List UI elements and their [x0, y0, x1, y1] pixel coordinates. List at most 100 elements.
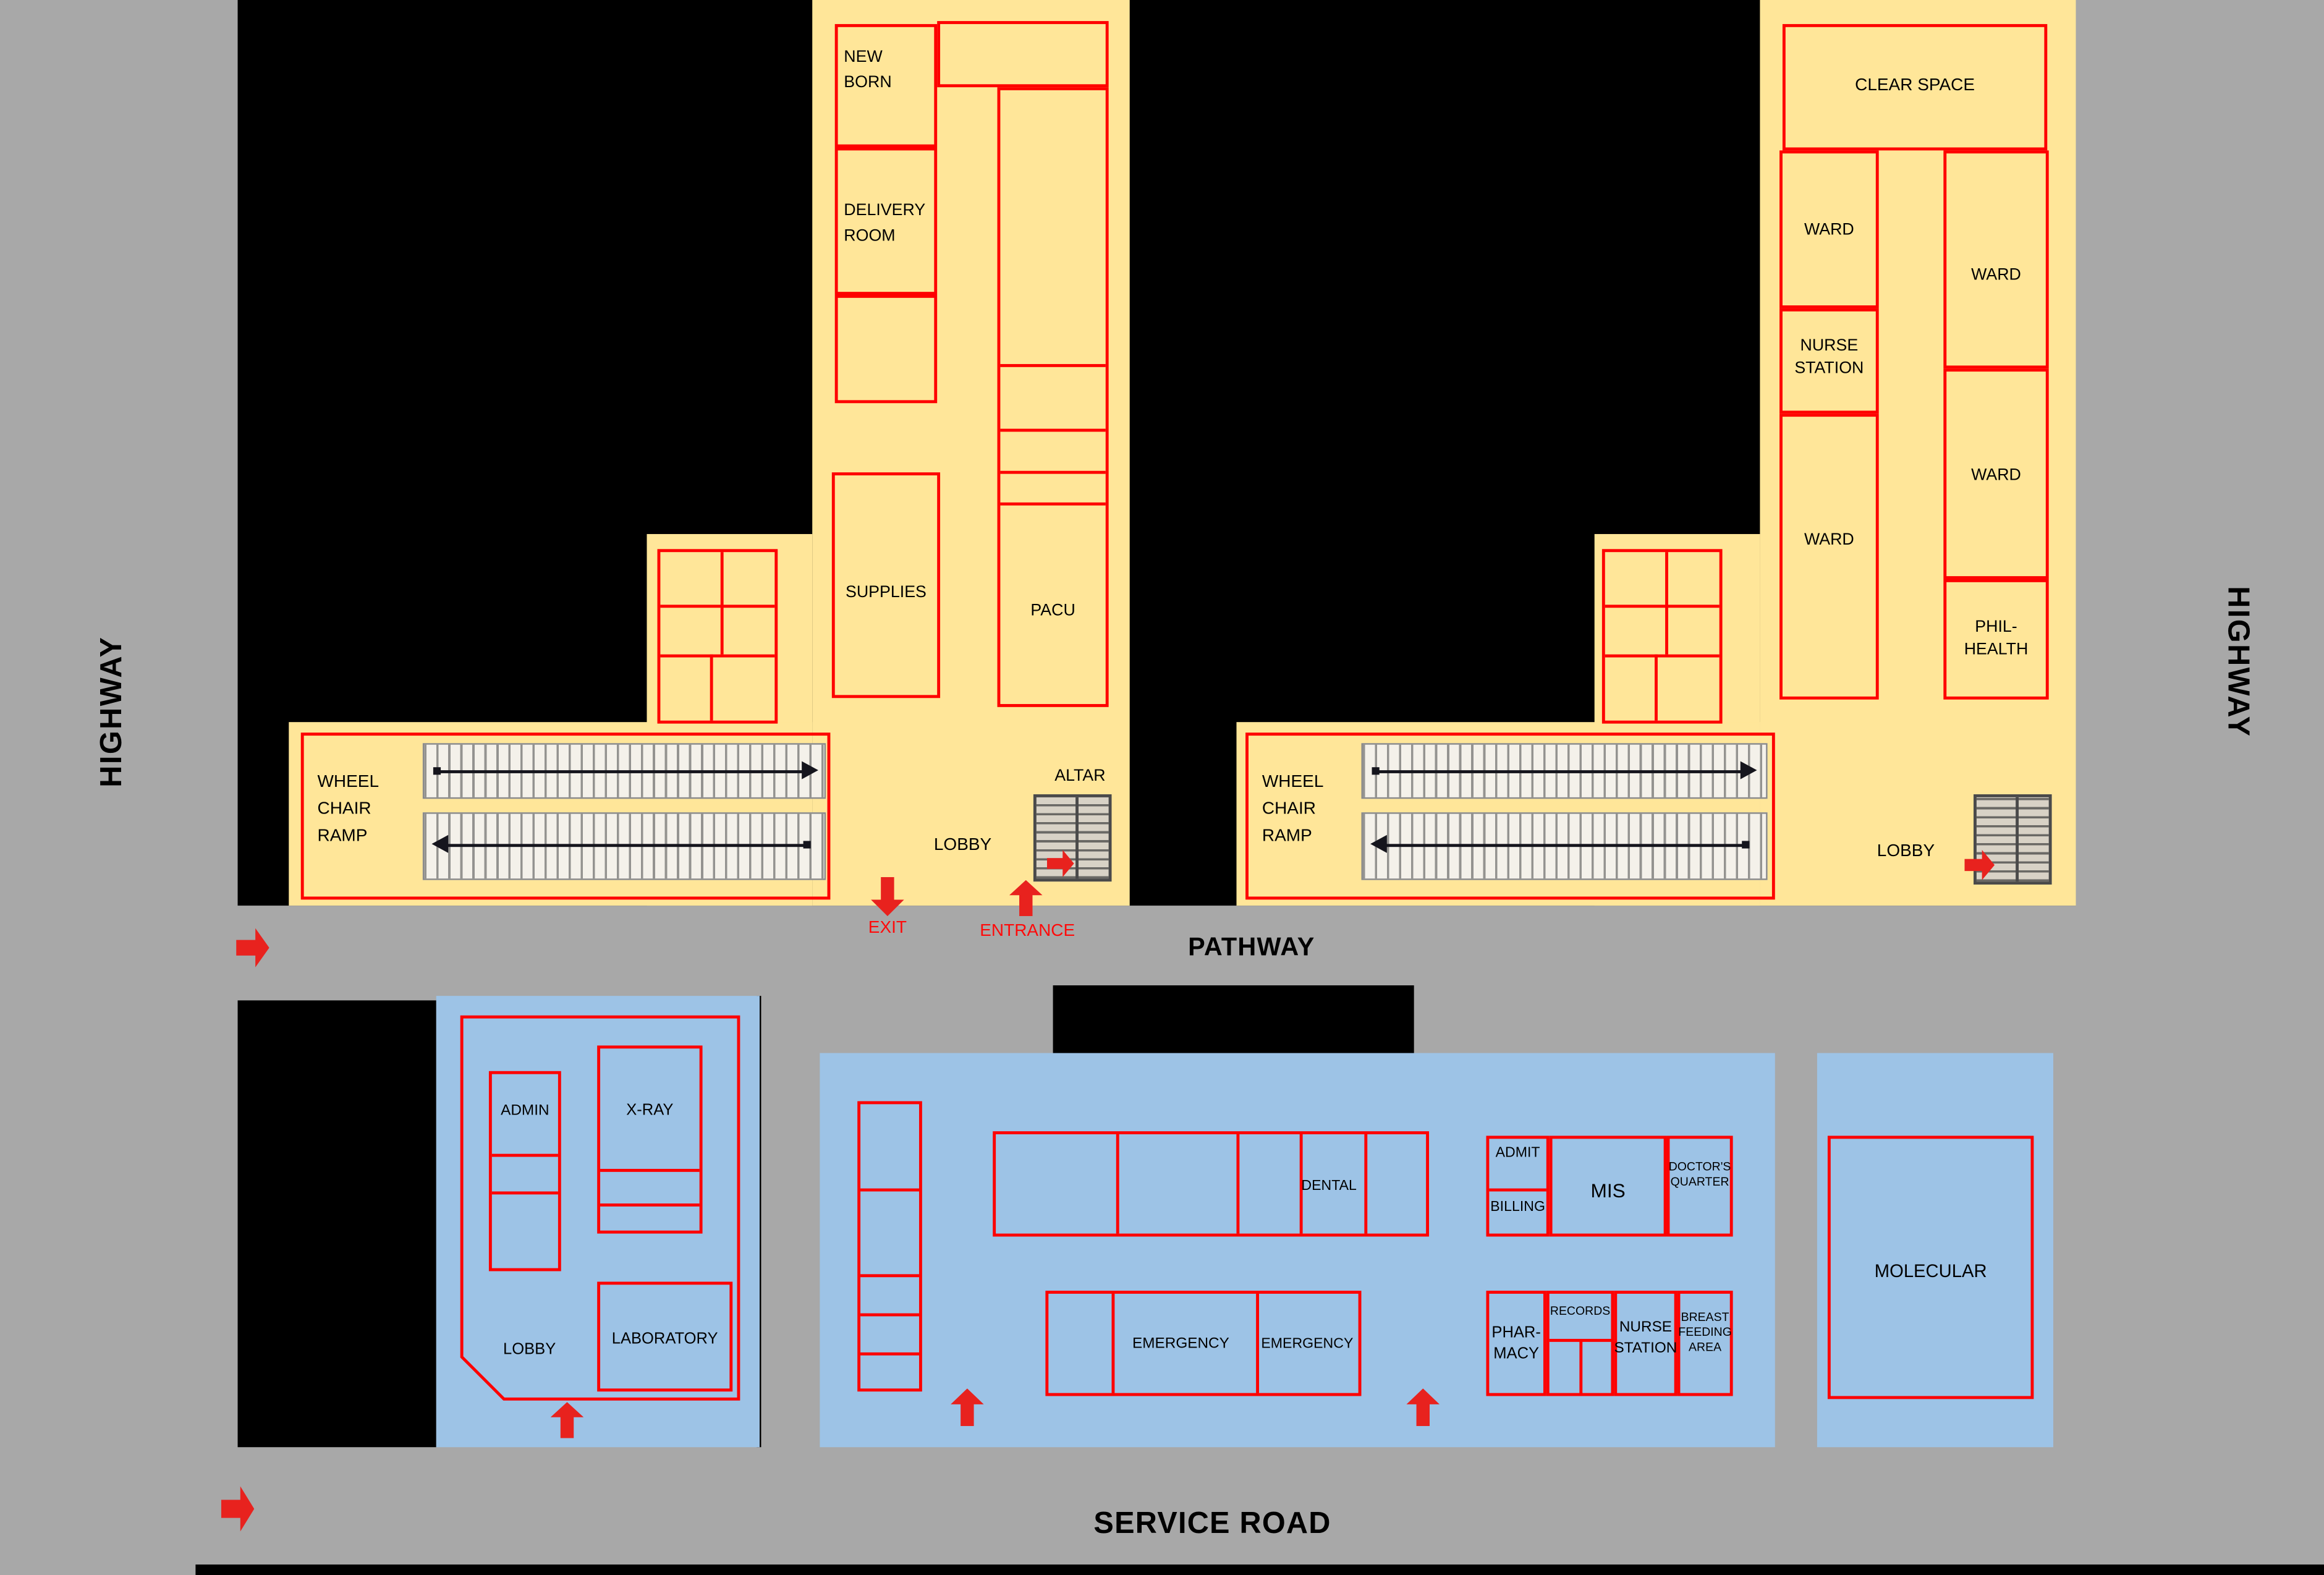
- ramp-arrow-dot: [803, 841, 811, 849]
- room-pacu: [997, 87, 1109, 707]
- room-label-nurse-station-lower: NURSE STATION: [1614, 1319, 1677, 1356]
- room-label-wheelchair-ramp-right: WHEEL CHAIR RAMP: [1262, 773, 1323, 845]
- emergency-divider-1: [1111, 1293, 1115, 1393]
- grid-hline-1: [660, 605, 775, 608]
- breast-feeding-room: [1677, 1291, 1733, 1396]
- pacu-divider-2: [1000, 428, 1106, 432]
- room-label-doctors-quarter: DOCTOR'S QUARTER: [1668, 1160, 1731, 1189]
- exit-label: EXIT: [868, 919, 907, 938]
- ramp-arrow-dot: [1742, 841, 1750, 849]
- room-label-ward-left-bottom: WARD: [1804, 531, 1854, 550]
- lower-left-building-outline: [460, 1015, 740, 1401]
- admin-divider-1: [491, 1153, 558, 1157]
- room-label-clear-space: CLEAR SPACE: [1855, 77, 1975, 95]
- stairs-divider: [1076, 797, 1079, 879]
- mis-room: [1549, 1136, 1667, 1237]
- grid-vline-2: [1655, 654, 1658, 721]
- room-label-lobby-right: LOBBY: [1877, 842, 1935, 861]
- molecular-room: [1827, 1136, 2034, 1399]
- ramp-enclosure-left: [300, 732, 831, 900]
- service-road-direction-arrow: [221, 1486, 255, 1532]
- room-delivery: [834, 147, 938, 295]
- ramp-arrow-right-icon: [1740, 761, 1757, 779]
- room-label-records: RECORDS: [1550, 1304, 1611, 1318]
- room-label-admin: ADMIN: [501, 1102, 549, 1119]
- entrance-label: ENTRANCE: [980, 922, 1075, 941]
- room-label-admit: ADMIT: [1495, 1145, 1540, 1161]
- clinic-divider-2: [1236, 1134, 1240, 1234]
- pacu-divider-4: [1000, 502, 1106, 506]
- clinic-row: [993, 1131, 1430, 1237]
- room-supplies: [831, 472, 941, 698]
- stairs-icon-left: [1033, 794, 1112, 882]
- grid-vline-1: [720, 552, 724, 655]
- room-label-pacu: PACU: [1030, 601, 1075, 620]
- emergency-divider-2: [1256, 1293, 1260, 1393]
- xray-divider-1: [600, 1168, 700, 1172]
- grid-vline-2: [710, 654, 713, 721]
- room-label-dental: DENTAL: [1301, 1178, 1357, 1195]
- highway-left-label-rotated: HIGHWAY: [95, 635, 129, 788]
- room-nurse-station-upper: [1779, 308, 1879, 414]
- column-divider-3: [860, 1313, 919, 1317]
- ramp-arrow-line: [1385, 844, 1744, 847]
- room-label-emergency-right: EMERGENCY: [1261, 1336, 1354, 1352]
- lower-right-building: [1817, 1053, 2054, 1448]
- doctors-quarter-room: [1666, 1136, 1733, 1237]
- room-phil-health: [1943, 579, 2049, 700]
- admit-billing-block: [1486, 1136, 1550, 1237]
- highway-right-label: HIGHWAY: [2221, 586, 2254, 738]
- room-label-ward-left-top: WARD: [1804, 221, 1854, 239]
- ramp-arrow-right-icon: [802, 761, 818, 779]
- ramp-arrow-left-icon: [431, 834, 449, 853]
- column-divider-2: [860, 1274, 919, 1278]
- room-label-phil-health: PHIL-HEALTH: [1964, 618, 2029, 659]
- room-label-mis: MIS: [1590, 1179, 1626, 1202]
- records-block: [1546, 1291, 1614, 1396]
- room-clear-space: [1782, 23, 2048, 151]
- room-label-nurse-station-upper: NURSE STATION: [1794, 337, 1864, 378]
- room-label-xray: X-RAY: [626, 1101, 674, 1119]
- room-label-ward-right-top: WARD: [1971, 266, 2021, 284]
- ramp-arrow-dot: [433, 767, 441, 775]
- column-divider-1: [860, 1188, 919, 1192]
- room-label-lobby-lower-left: LOBBY: [503, 1340, 556, 1359]
- site-block-lower-left: [237, 1000, 436, 1448]
- pathway-label: PATHWAY: [1188, 932, 1315, 962]
- emergency-row: [1045, 1291, 1362, 1396]
- column-divider-4: [860, 1352, 919, 1356]
- room-label-pharmacy: PHAR-MACY: [1491, 1323, 1541, 1364]
- grid-hline-2: [1605, 654, 1720, 658]
- service-rooms-grid-left: [657, 549, 778, 724]
- grid-hline-1: [1605, 605, 1720, 608]
- room-ward-right-top: [1943, 150, 2049, 369]
- pacu-divider-1: [1000, 363, 1106, 367]
- ramp-arrow-line: [439, 770, 804, 773]
- admin-block: [488, 1071, 561, 1271]
- pathway-direction-arrow: [236, 928, 269, 967]
- room-label-molecular: MOLECULAR: [1874, 1260, 1987, 1282]
- room-unlabeled-top: [937, 21, 1109, 88]
- room-label-lobby-left: LOBBY: [933, 836, 992, 855]
- room-ward-right-middle: [1943, 368, 2049, 579]
- room-label-new-born: NEW BORN: [844, 48, 892, 91]
- room-label-wheelchair-ramp-left: WHEEL CHAIR RAMP: [317, 773, 379, 845]
- ramp-arrow-line: [1378, 770, 1742, 773]
- clinic-divider-4: [1364, 1134, 1368, 1234]
- room-below-delivery: [834, 295, 938, 404]
- admin-divider-2: [491, 1191, 558, 1195]
- room-label-altar: ALTAR: [1054, 767, 1106, 786]
- ramp-arrow-line: [446, 844, 805, 847]
- room-ward-left-bottom: [1779, 414, 1879, 700]
- nurse-station-lower-room: [1614, 1291, 1677, 1396]
- small-rooms-column: [857, 1101, 922, 1392]
- pharmacy-room: [1486, 1291, 1546, 1396]
- pacu-divider-3: [1000, 470, 1106, 474]
- room-label-supplies: SUPPLIES: [845, 584, 927, 602]
- room-label-emergency-left: EMERGENCY: [1132, 1336, 1229, 1352]
- xray-block: [597, 1045, 703, 1234]
- room-label-laboratory: LABORATORY: [611, 1330, 718, 1348]
- service-rooms-grid-right: [1601, 549, 1723, 724]
- site-bottom-bar: [195, 1564, 2324, 1575]
